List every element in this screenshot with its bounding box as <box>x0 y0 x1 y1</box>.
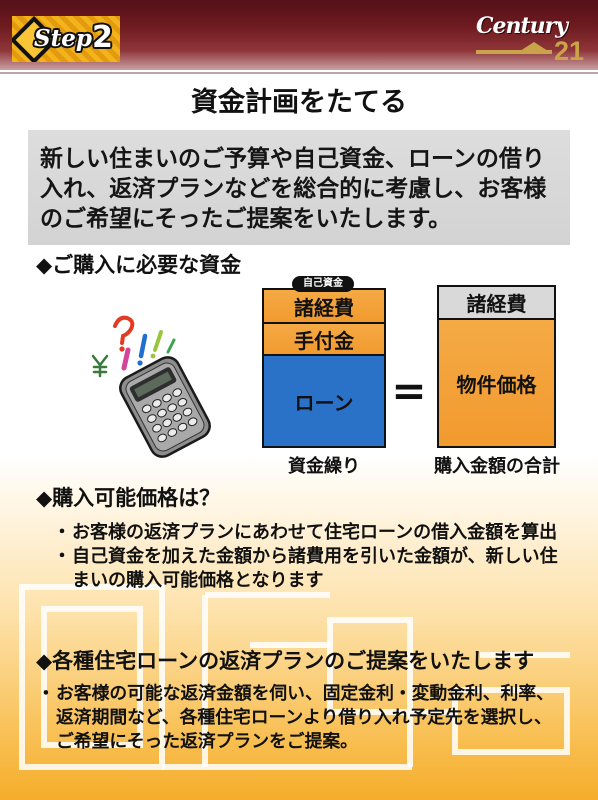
intro-line: 新しい住まいのご予算や自己資金、ローンの借り <box>40 146 545 172</box>
bottom-background <box>0 455 598 800</box>
step-number: 2 <box>92 20 113 55</box>
segment-deposit: 手付金 <box>264 324 384 356</box>
own-funds-tag: 自己資金 <box>292 276 354 292</box>
bullet-mark: ・ <box>53 522 71 543</box>
bullet-text: お客様の返済プランにあわせて住宅ローンの借入金額を算出 <box>72 522 558 543</box>
purchase-total-stack: 諸経費 物件価格 <box>437 285 556 448</box>
segment-property-price: 物件価格 <box>439 320 554 446</box>
intro-box: 新しい住まいのご予算や自己資金、ローンの借り 入れ、返済プランなどを総合的に考慮… <box>28 130 570 245</box>
bullet-text: 自己資金を加えた金額から諸費用を引いた金額が、新しい住 <box>72 546 558 567</box>
step-badge: Step 2 <box>12 16 120 62</box>
caption-purchase-total: 購入金額の合計 <box>434 456 560 477</box>
section-heading-purchase-price: ◆購入可能価格は？ <box>36 486 221 510</box>
header-divider <box>0 72 598 74</box>
segment-expenses: 諸経費 <box>264 290 384 324</box>
bullet-mark: ・ <box>53 546 71 567</box>
bullet-text: ご希望にそった返済プランをご提案。 <box>56 731 358 752</box>
calculator-icon <box>91 315 211 458</box>
bullet-text: まいの購入可能価格となります <box>72 570 324 591</box>
logo-word: Century <box>476 13 568 39</box>
roof-line-icon <box>476 50 552 54</box>
roof-line-icon <box>520 42 548 51</box>
section-heading-funds: ◆ご購入に必要な資金 <box>36 253 242 277</box>
segment-expenses: 諸経費 <box>439 287 554 320</box>
bullet-mark: ・ <box>37 683 55 704</box>
floor-plan-graphic <box>19 584 570 770</box>
century21-logo: Century 21 <box>470 8 590 68</box>
page-title: 資金計画をたてる <box>191 87 407 118</box>
intro-line: のご希望にそったご提案をいたします。 <box>40 206 452 232</box>
section-heading-repayment: ◆各種住宅ローンの返済プランのご提案をいたします <box>36 649 535 673</box>
intro-line: 入れ、返済プランなどを総合的に考慮し、お客様 <box>40 176 547 202</box>
funding-stack: 諸経費 手付金 ローン <box>262 288 386 448</box>
caption-funding: 資金繰り <box>288 456 360 477</box>
step-label: Step <box>34 25 92 52</box>
logo-number: 21 <box>554 36 585 66</box>
segment-loan: ローン <box>264 356 384 446</box>
equals-sign: = <box>391 366 427 415</box>
bullet-text: お客様の可能な返済金額を伺い、固定金利・変動金利、利率、 <box>56 683 554 704</box>
bullet-text: 返済期間など、各種住宅ローンより借り入れ予定先を選択し、 <box>56 707 552 728</box>
